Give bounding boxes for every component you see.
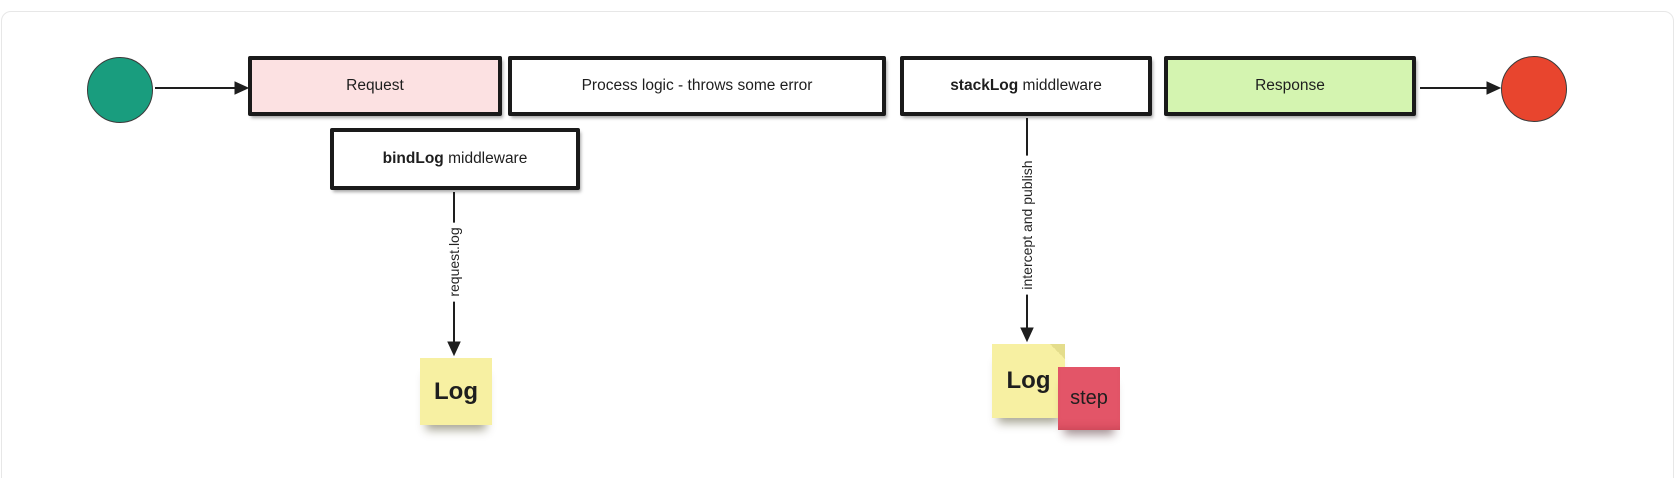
end-node-circle [1501,56,1567,122]
stacklog-box-label-rest: middleware [1018,77,1102,94]
step-sticky-note: step [1058,367,1120,430]
log-sticky-note-right-label: Log [1006,367,1051,394]
edge-label-request-log: request.log [444,222,464,302]
step-sticky-note-label: step [1070,387,1108,409]
bindlog-box-label-bold: bindLog [382,150,444,167]
response-box: Response [1164,56,1416,116]
stacklog-box-label-bold: stackLog [950,77,1019,94]
arrow-start-to-request [155,81,250,95]
bindlog-box-label-rest: middleware [443,150,528,167]
response-box-label: Response [1255,77,1325,94]
request-box-label: Request [346,77,404,94]
bindlog-box-label: bindLog middleware [383,150,528,168]
stacklog-box-label: stackLog middleware [950,77,1102,95]
log-sticky-note-right: Log [992,344,1065,418]
process-logic-box-label: Process logic - throws some error [581,77,813,94]
note-fold-corner [1050,344,1065,359]
log-sticky-note-left: Log [420,358,492,425]
request-box: Request [248,56,502,116]
start-node-circle [87,57,153,123]
process-logic-box: Process logic - throws some error [508,56,886,116]
stacklog-middleware-box: stackLog middleware [900,56,1152,116]
edge-label-intercept-and-publish: intercept and publish [1017,155,1037,295]
bindlog-middleware-box: bindLog middleware [330,128,580,190]
arrow-response-to-end [1420,81,1502,95]
log-sticky-note-left-label: Log [434,377,478,405]
